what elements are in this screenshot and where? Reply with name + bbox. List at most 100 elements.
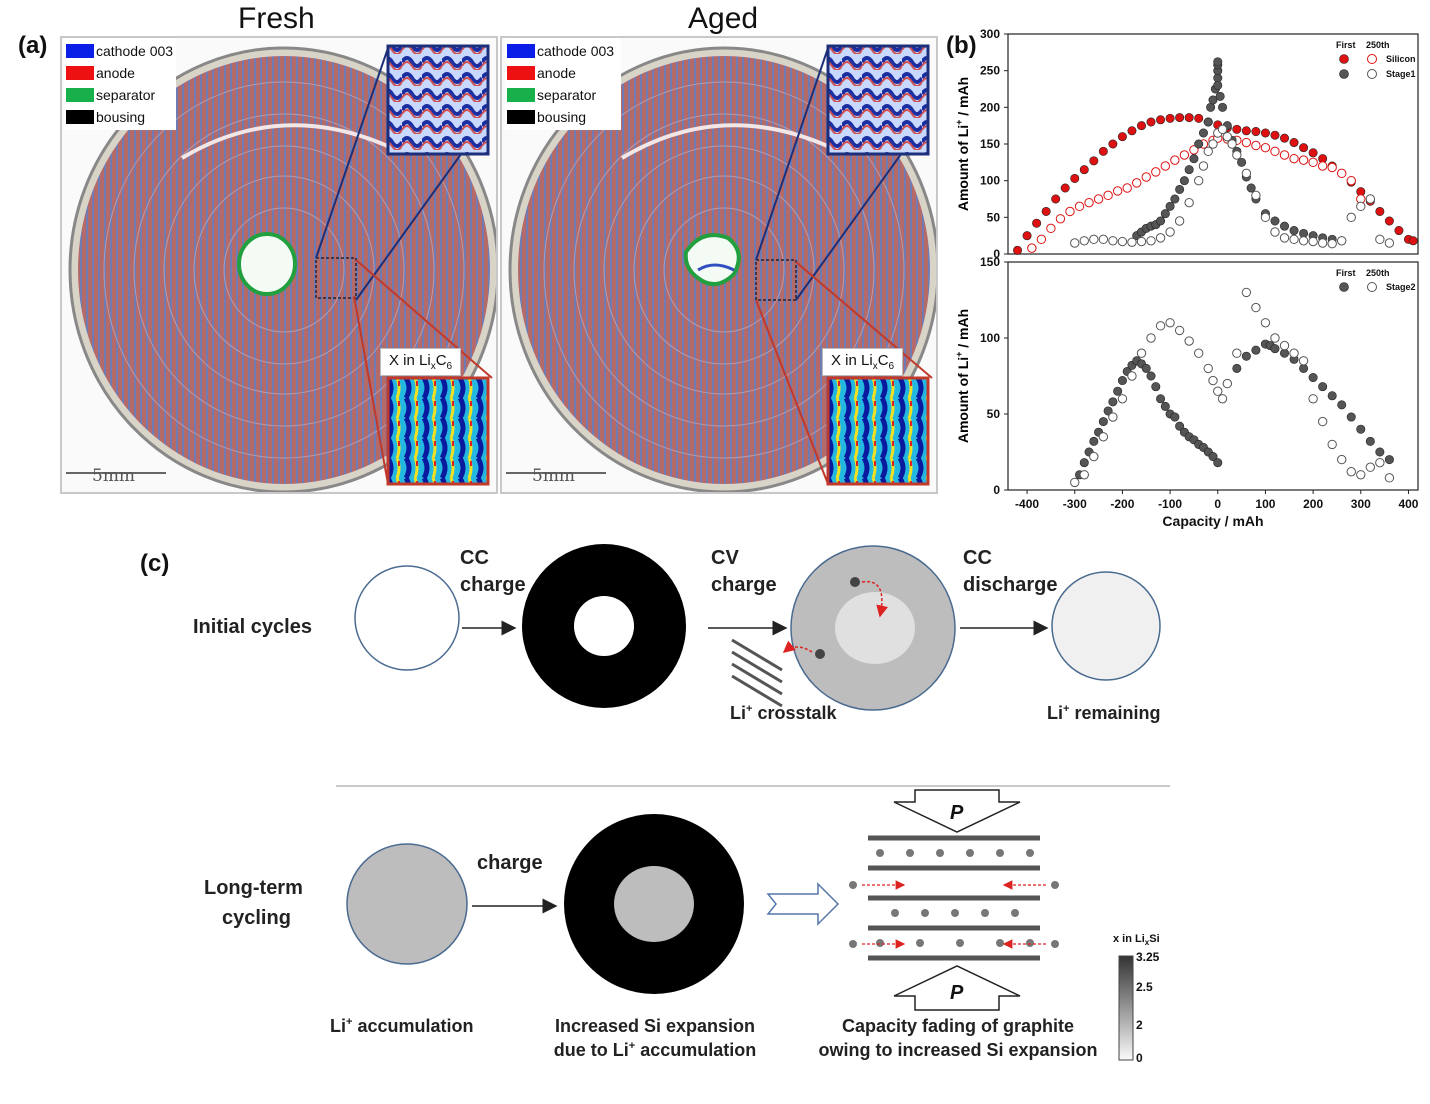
fading-line-2: owing to increased Si expansion	[818, 1040, 1098, 1060]
label-sup: +	[346, 1016, 353, 1028]
crosstalk-label: Li+ crosstalk	[730, 703, 837, 724]
data-point	[1213, 57, 1223, 67]
aged-tomography-image	[500, 36, 938, 494]
remaining-label: Li+ remaining	[1047, 703, 1160, 724]
y-tick-label: 50	[987, 407, 1001, 421]
accumulation-label: Li+ accumulation	[330, 1016, 473, 1037]
data-point	[1289, 138, 1299, 148]
data-point	[1260, 212, 1271, 223]
legend-header-250th: 250th	[1366, 40, 1390, 50]
li-ion-dot	[850, 577, 860, 587]
label-part: Li	[330, 1016, 346, 1036]
data-point	[1375, 457, 1385, 468]
data-point	[1203, 117, 1213, 127]
data-point	[1337, 400, 1347, 410]
legend-row: anode	[66, 62, 174, 84]
data-point	[1317, 416, 1328, 427]
data-point	[1317, 161, 1328, 171]
data-point	[1241, 137, 1252, 148]
pressure-label-top: P	[950, 802, 964, 824]
data-point	[1122, 183, 1132, 193]
legend-label: separator	[537, 87, 597, 103]
data-point	[1013, 245, 1023, 255]
colorbar-tick-label: 2.5	[1136, 980, 1153, 994]
data-point	[1108, 139, 1118, 149]
legend-series-label: Silicon	[1386, 54, 1416, 64]
data-point	[1384, 238, 1395, 248]
y-tick-label: 300	[980, 27, 1000, 41]
li-ion-dot	[1051, 881, 1059, 889]
data-point	[1155, 233, 1166, 243]
graphite-layers-small	[731, 638, 783, 708]
data-point	[1051, 194, 1061, 204]
pressure-arrow-bottom	[893, 965, 1021, 1011]
data-point	[1193, 348, 1204, 358]
y-tick-label: 250	[980, 64, 1000, 78]
inset-label-text: X in Li	[389, 352, 431, 369]
data-point	[1156, 394, 1166, 404]
inset-sub6: 6	[446, 361, 453, 372]
data-point	[1117, 236, 1128, 247]
cathode-swatch	[66, 44, 94, 58]
data-point	[1184, 197, 1194, 208]
li-diffusion-arrow	[861, 580, 889, 618]
anode-swatch	[507, 66, 535, 80]
data-point	[1327, 439, 1337, 450]
data-point	[1260, 128, 1270, 138]
data-point	[1160, 209, 1170, 219]
data-point	[1041, 206, 1051, 216]
aged-legend: cathode 003 anode separator bousing	[505, 38, 621, 130]
aged-cell-graphic	[506, 44, 936, 492]
data-point	[1203, 146, 1213, 157]
data-point	[1241, 351, 1251, 361]
expansion-line-2: due to Li+ accumulation	[548, 1040, 762, 1061]
inset-label-text: X in Li	[831, 352, 873, 369]
data-point	[1241, 126, 1251, 136]
cc-charge-label-2: charge	[460, 574, 526, 596]
data-point	[1346, 467, 1356, 477]
colorbar-title: x in LixSi	[1113, 933, 1160, 947]
x-axis-label: Capacity / mAh	[1162, 513, 1263, 529]
fresh-scale-bar-label: 5mm	[92, 466, 136, 486]
data-point	[1337, 168, 1347, 179]
cv-charge-label-2: charge	[711, 574, 777, 596]
data-point	[1189, 154, 1199, 164]
data-point	[1365, 194, 1376, 204]
legend-header-250th: 250th	[1366, 268, 1390, 278]
data-point	[1175, 113, 1185, 123]
crosstalk-arrow	[782, 640, 813, 653]
data-point	[1136, 121, 1146, 131]
data-point	[1298, 236, 1309, 246]
data-point	[1032, 218, 1042, 228]
data-point	[1070, 173, 1080, 183]
x-tick-label: 100	[1255, 497, 1275, 511]
data-point	[1289, 234, 1299, 245]
accumulated-particle-circle	[346, 843, 468, 965]
data-point	[1079, 236, 1089, 246]
li-ion-dot	[849, 940, 857, 948]
fresh-tomography-image	[60, 36, 498, 494]
data-point	[1165, 318, 1175, 328]
data-point	[1356, 201, 1366, 212]
data-point	[1270, 130, 1280, 140]
li-ion-dot	[815, 649, 825, 659]
fresh-cell-graphic	[66, 44, 496, 492]
data-point	[1089, 234, 1099, 245]
data-point	[1184, 165, 1194, 175]
data-point	[1165, 227, 1175, 237]
data-point	[1117, 376, 1127, 386]
data-point	[1356, 424, 1366, 434]
data-point	[1198, 128, 1208, 138]
aged-scale-bar-label: 5mm	[532, 466, 576, 486]
inset-sub6: 6	[888, 361, 895, 372]
data-point	[1280, 221, 1290, 231]
data-point	[1251, 345, 1261, 355]
data-point	[1299, 143, 1309, 153]
label-part: accumulation	[352, 1016, 474, 1036]
data-point	[1141, 363, 1151, 373]
data-point	[1079, 165, 1089, 175]
data-point	[1165, 113, 1175, 123]
data-point	[1055, 214, 1066, 224]
data-point	[1280, 133, 1290, 143]
